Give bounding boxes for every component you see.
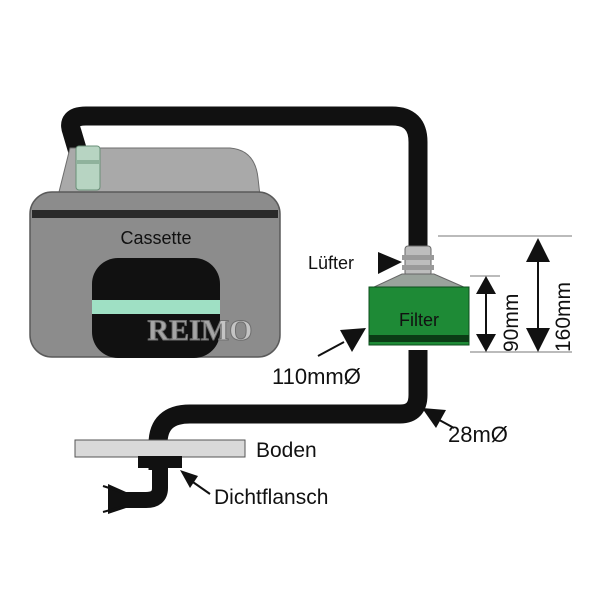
dim-90-arrow-down <box>476 334 496 352</box>
outlet-pipe <box>110 466 168 508</box>
fan-collar <box>371 273 467 289</box>
sealing-flange <box>138 456 182 468</box>
boden-label: Boden <box>256 439 317 462</box>
dim-90-arrow-up <box>476 276 496 294</box>
cassette-window-level <box>92 300 220 314</box>
diameter-28-arrowhead <box>422 408 446 428</box>
dichtflansch-label: Dichtflansch <box>214 486 328 509</box>
luefter-label: Lüfter <box>308 253 354 273</box>
floor-plate <box>74 439 246 458</box>
luefter-arrowhead <box>378 252 402 274</box>
filter-label: Filter <box>399 310 439 330</box>
vent-hose-bottom <box>148 350 428 470</box>
dichtflansch-arrowhead <box>180 470 198 488</box>
dim-160-arrow-up <box>526 238 550 262</box>
vent-hose-top <box>61 106 428 250</box>
diameter-110-label: 110mmØ <box>272 364 361 389</box>
diameter-28-label: 28mØ <box>448 422 508 447</box>
cassette-cover <box>57 147 261 197</box>
diameter-110-pointer <box>317 341 345 357</box>
watermark-logo: REIMO <box>148 314 253 347</box>
cassette-band <box>32 210 278 218</box>
fan-housing <box>404 245 432 277</box>
diameter-110-arrowhead <box>340 328 366 352</box>
dim-160-label: 160mm <box>552 282 575 352</box>
hose-connector <box>75 145 101 191</box>
cassette-label: Cassette <box>120 228 191 248</box>
dim-160-arrow-down <box>526 328 550 352</box>
dim-90-label: 90mm <box>500 294 523 352</box>
